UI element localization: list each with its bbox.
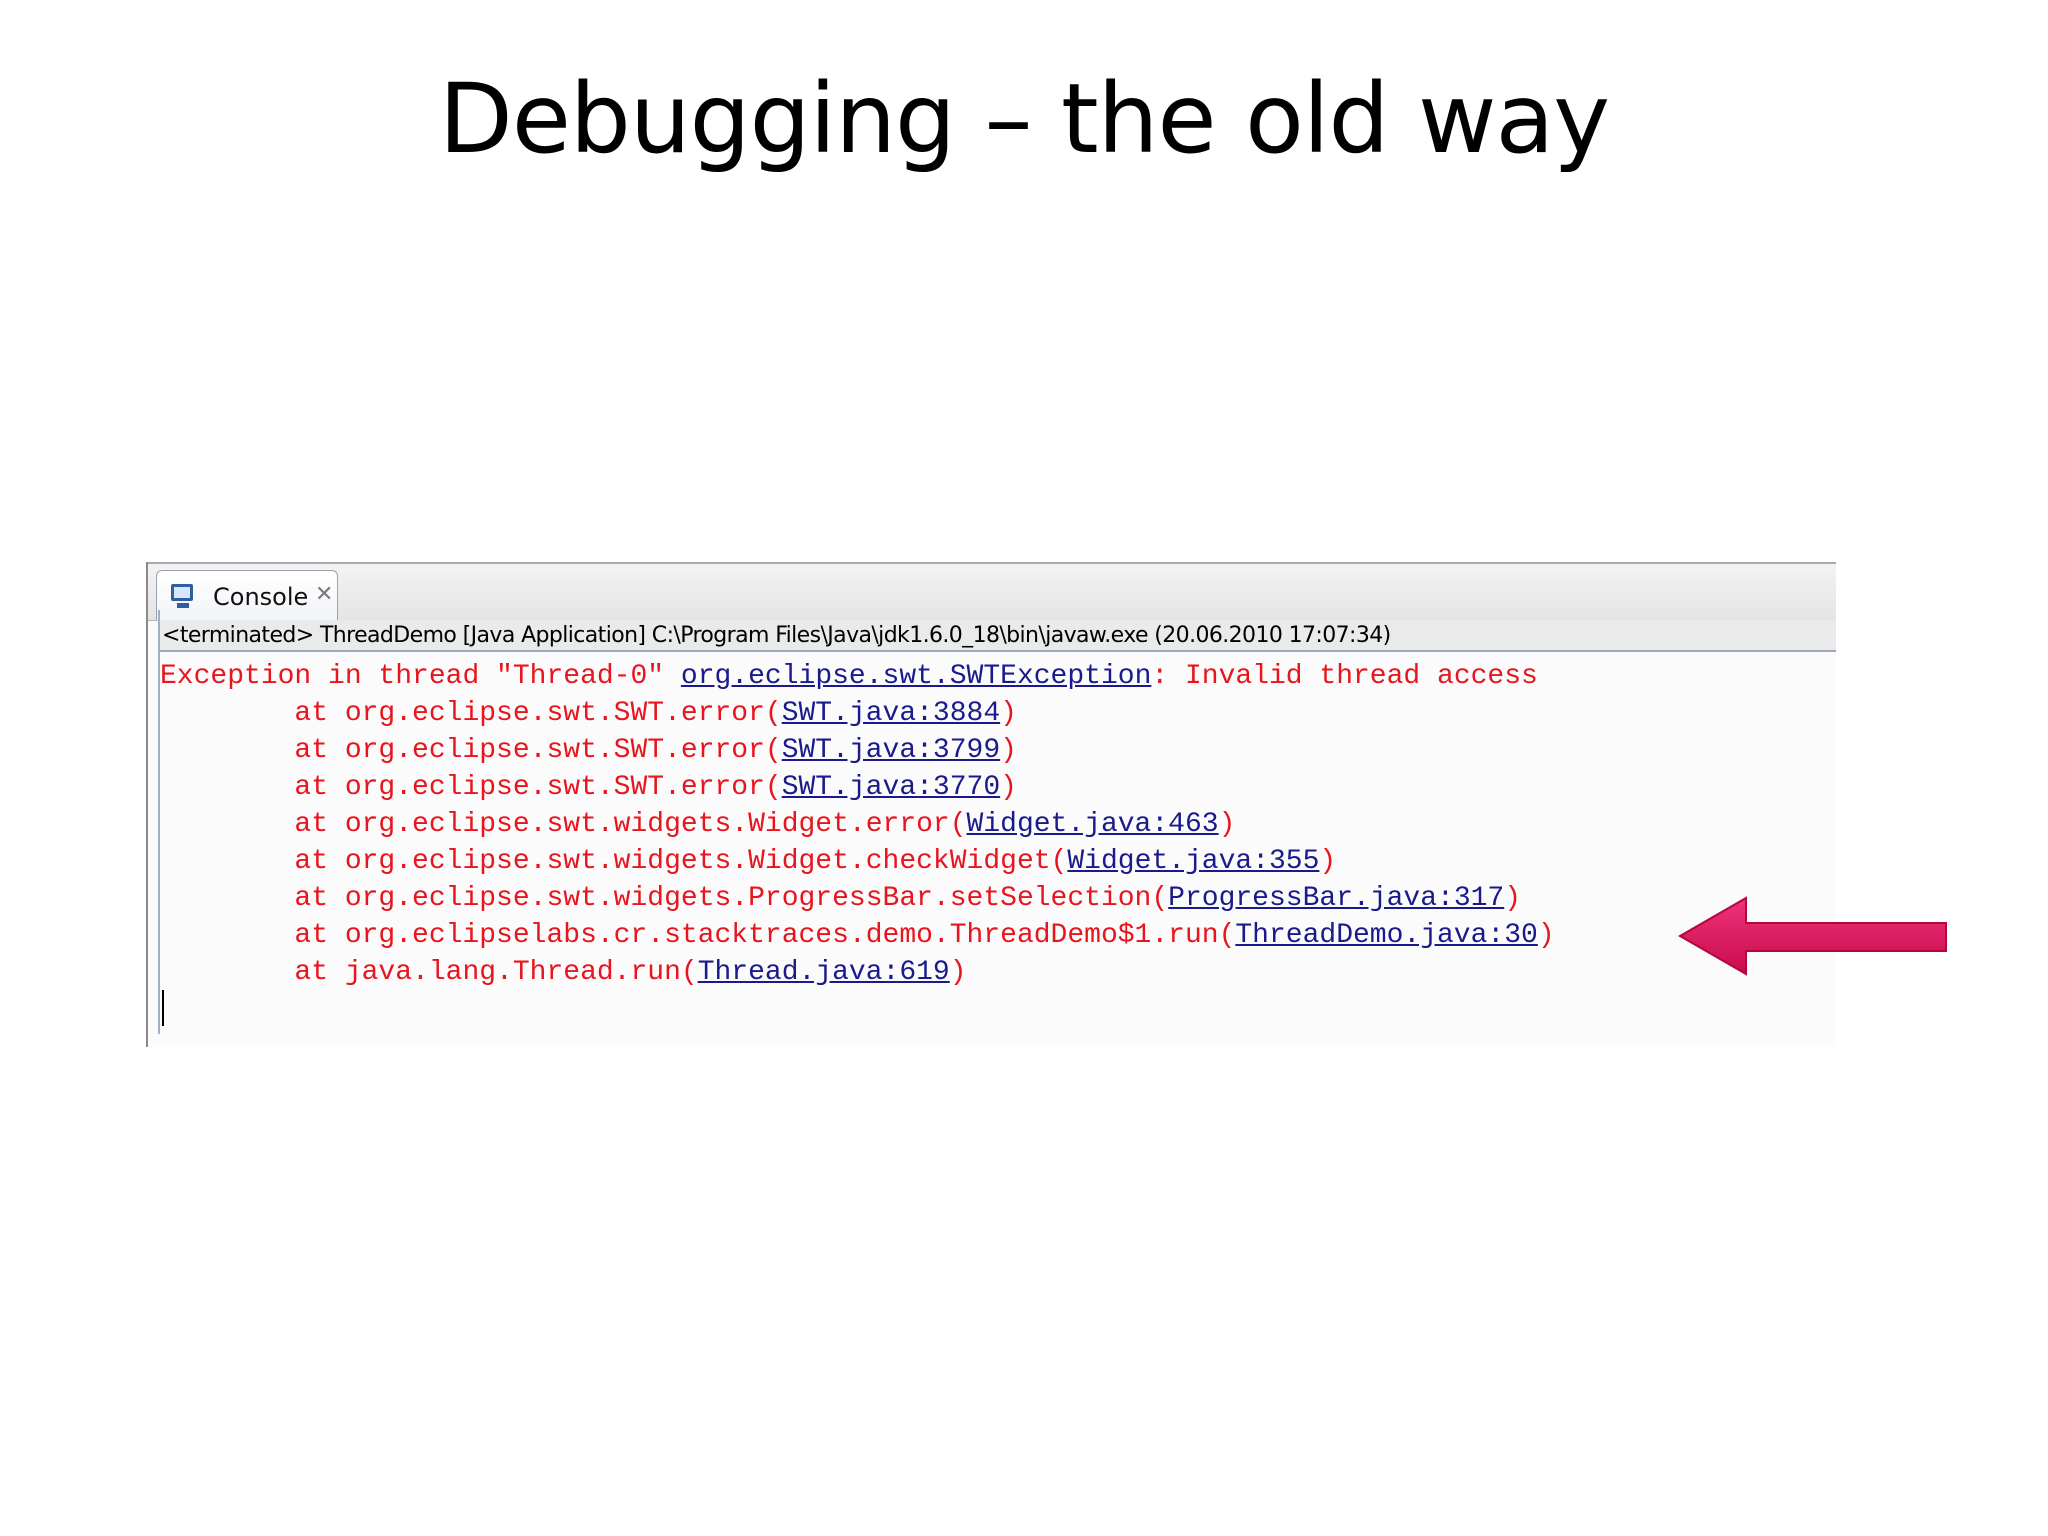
slide-title: Debugging – the old way [438,63,1610,175]
stack-frame-link[interactable]: ProgressBar.java:317 [1168,883,1505,914]
stack-frame-close: ) [1537,920,1555,951]
stack-frame-text: at org.eclipse.swt.widgets.Widget.error( [160,809,967,840]
console-gutter [158,610,160,1034]
stack-frame-text: at org.eclipse.swt.SWT.error( [160,698,782,729]
stack-frame-close: ) [1000,772,1017,803]
stack-frame: at org.eclipse.swt.SWT.error(SWT.java:37… [160,735,1017,766]
tab-console[interactable]: Console ✕ [156,570,338,621]
stack-frame: at org.eclipse.swt.SWT.error(SWT.java:38… [160,698,1017,729]
exception-prefix: Exception in thread "Thread-0" [160,661,681,692]
stack-frame-close: ) [1319,846,1337,877]
text-caret [162,990,164,1026]
stack-frame-link[interactable]: SWT.java:3770 [781,772,1001,803]
stack-frame-text: at org.eclipse.swt.SWT.error( [160,772,782,803]
stack-frame-text: at org.eclipse.swt.SWT.error( [160,735,782,766]
console-view: Console ✕ <terminated> ThreadDemo [Java … [146,562,1836,1047]
stack-frame-text: at org.eclipse.swt.widgets.ProgressBar.s… [160,883,1169,914]
stack-frame-close: ) [1504,883,1522,914]
view-border [146,562,148,1047]
stack-frame-link[interactable]: Thread.java:619 [697,957,950,988]
stack-frame-link[interactable]: Widget.java:355 [1067,846,1320,877]
exception-type-link[interactable]: org.eclipse.swt.SWTException [680,661,1152,692]
left-arrow-icon [1678,896,1947,976]
stack-frame-text: at org.eclipse.swt.widgets.Widget.checkW… [160,846,1068,877]
stack-frame: at org.eclipse.swt.widgets.ProgressBar.s… [160,883,1521,914]
stack-frame-highlighted: at org.eclipselabs.cr.stacktraces.demo.T… [160,920,1555,951]
stack-frame-text: at org.eclipselabs.cr.stacktraces.demo.T… [160,920,1236,951]
stack-frame: at org.eclipse.swt.widgets.Widget.error(… [160,809,1235,840]
console-tab-bar: Console ✕ [148,562,1836,621]
stack-frame: at java.lang.Thread.run(Thread.java:619) [160,957,967,988]
console-status-line: <terminated> ThreadDemo [Java Applicatio… [160,620,1836,652]
tab-console-label: Console [213,583,309,611]
stack-frame-link[interactable]: ThreadDemo.java:30 [1235,920,1538,951]
stack-frame-link[interactable]: Widget.java:463 [966,809,1219,840]
stack-frame-close: ) [1000,698,1017,729]
console-output[interactable]: Exception in thread "Thread-0" org.eclip… [160,658,1555,991]
exception-message: : Invalid thread access [1151,661,1538,692]
close-icon[interactable]: ✕ [315,582,334,607]
stack-frame: at org.eclipse.swt.SWT.error(SWT.java:37… [160,772,1017,803]
console-icon [171,584,193,608]
stack-frame-link[interactable]: SWT.java:3884 [781,698,1001,729]
stack-frame-close: ) [949,957,967,988]
stack-frame-link[interactable]: SWT.java:3799 [781,735,1001,766]
stack-frame-close: ) [1000,735,1017,766]
stack-frame-text: at java.lang.Thread.run( [160,957,698,988]
stack-frame: at org.eclipse.swt.widgets.Widget.checkW… [160,846,1336,877]
stack-frame-close: ) [1218,809,1236,840]
arrow-shape [1678,896,1947,976]
